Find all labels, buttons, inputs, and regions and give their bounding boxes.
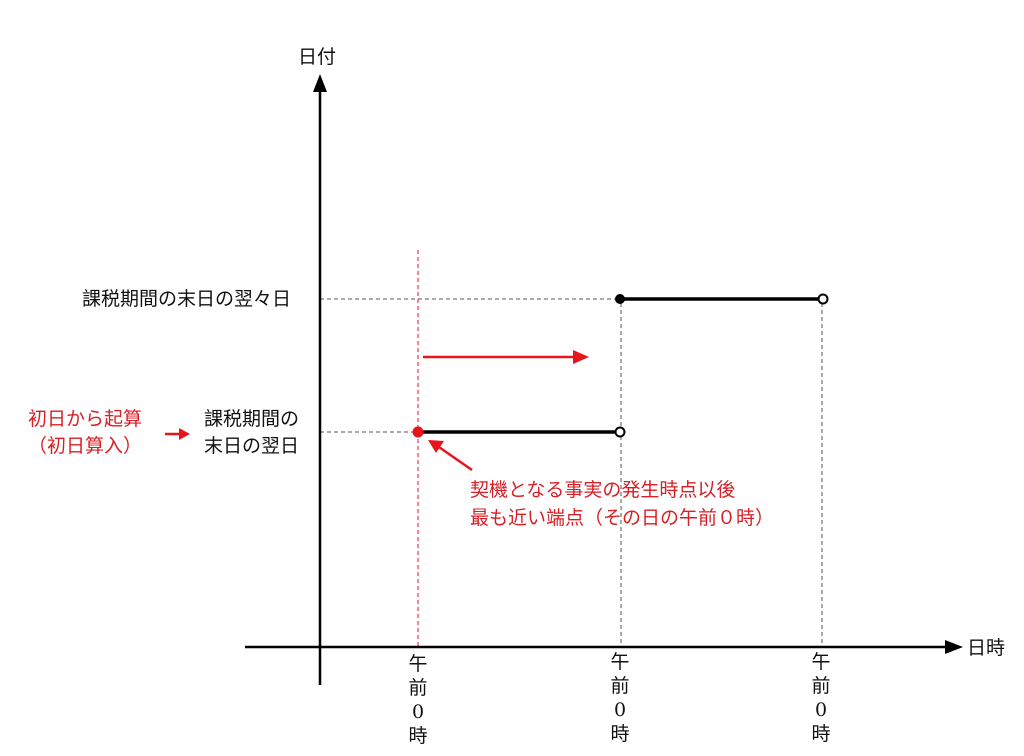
pointer-arrow — [435, 443, 473, 472]
start-rule-arrowhead-icon — [179, 428, 190, 440]
x-axis-label: 日時 — [967, 637, 1006, 659]
lower-closed-endpoint-red — [412, 426, 424, 438]
x-tick-label-1: 午 前 0 時 — [408, 653, 428, 747]
x-axis-arrowhead-icon — [945, 640, 963, 654]
y-axis-arrowhead-icon — [313, 74, 327, 92]
upper-closed-endpoint — [615, 294, 625, 304]
upper-open-endpoint — [817, 293, 829, 305]
upper-level-label: 課税期間の末日の翌々日 — [82, 288, 292, 310]
trigger-annotation-line1: 契機となる事実の発生時点以後 — [470, 479, 736, 501]
lower-level-label-line1: 課税期間の — [204, 408, 300, 430]
start-rule-line1: 初日から起算 — [28, 408, 143, 430]
lower-open-endpoint — [614, 426, 626, 438]
x-tick-label-2: 午 前 0 時 — [610, 651, 630, 745]
trigger-annotation-line2: 最も近い端点（その日の午前０時） — [470, 507, 775, 529]
shift-arrowhead-icon — [573, 350, 589, 364]
x-tick-label-3: 午 前 0 時 — [811, 651, 831, 745]
y-axis-label: 日付 — [298, 46, 337, 68]
lower-level-label-line2: 末日の翌日 — [204, 435, 300, 457]
start-rule-line2: （初日算入） — [28, 435, 143, 457]
guide-lines — [320, 298, 823, 647]
pointer-arrowhead-icon — [428, 440, 444, 453]
